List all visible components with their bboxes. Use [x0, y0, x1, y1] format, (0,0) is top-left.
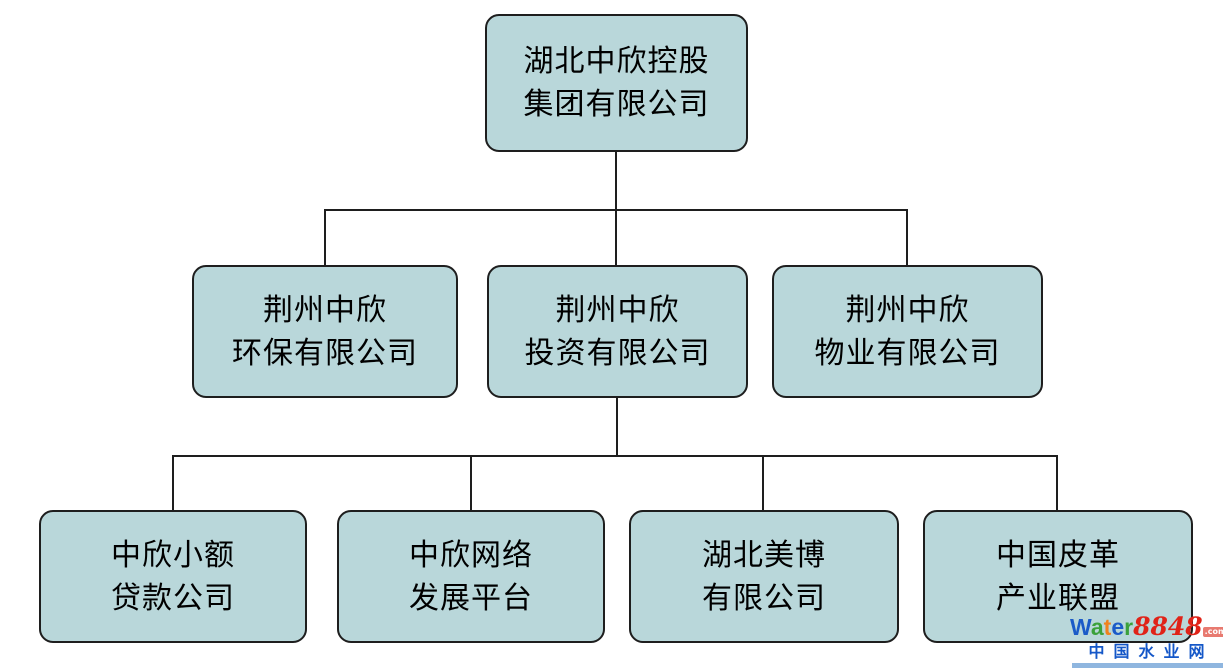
watermark-dotcom: .com — [1202, 627, 1223, 637]
org-node-jingzhou-zhongxin-touzi: 荆州中欣 投资有限公司 — [487, 265, 748, 398]
node-label-line1: 中国皮革 — [996, 537, 1120, 573]
connector-drop-wangluo — [470, 455, 472, 510]
watermark-letter: t — [1103, 614, 1112, 640]
node-label-line2: 有限公司 — [702, 580, 826, 616]
connector-drop-pige — [1056, 455, 1058, 510]
watermark-letter: a — [1090, 614, 1104, 640]
watermark-water8848-logo: Water8848.com 中国水业网 — [1070, 614, 1223, 660]
org-node-zhongguo-pige-lianmeng: 中国皮革 产业联盟 — [923, 510, 1193, 643]
node-label-line1: 荆州中欣 — [555, 292, 680, 328]
node-label-line1: 中欣网络 — [409, 537, 533, 573]
watermark-underline-bar — [1072, 663, 1223, 668]
node-label-line1: 湖北美博 — [702, 537, 826, 573]
node-label-line2: 物业有限公司 — [814, 335, 1001, 371]
node-label-line2: 环保有限公司 — [232, 335, 418, 371]
node-label-line1: 荆州中欣 — [845, 292, 970, 328]
node-label-line2: 投资有限公司 — [524, 335, 711, 371]
node-label-line1: 荆州中欣 — [263, 292, 387, 328]
connector-level2-bus — [324, 209, 908, 211]
connector-drop-huanbao — [324, 209, 326, 265]
connector-drop-wuye — [906, 209, 908, 265]
connector-level3-bus — [172, 455, 1058, 457]
org-node-zhongxin-xiaoe-daikuan: 中欣小额 贷款公司 — [39, 510, 307, 643]
node-label-line1: 湖北中欣控股 — [523, 44, 710, 79]
watermark-letter: r — [1124, 614, 1134, 640]
watermark-number: 8848 — [1133, 612, 1203, 641]
connector-touzi-riser — [616, 398, 618, 456]
node-label-line2: 贷款公司 — [111, 580, 235, 616]
connector-root-riser — [615, 152, 617, 265]
node-label-line2: 集团有限公司 — [523, 87, 710, 122]
node-label-line1: 中欣小额 — [111, 537, 235, 573]
node-label-line2: 产业联盟 — [996, 580, 1120, 616]
org-node-jingzhou-zhongxin-wuye: 荆州中欣 物业有限公司 — [772, 265, 1043, 398]
connector-drop-meibo — [762, 455, 764, 510]
watermark-letter: e — [1111, 614, 1125, 640]
watermark-brand-text: Water8848.com — [1070, 614, 1223, 640]
watermark-site-name: 中国水业网 — [1088, 642, 1214, 661]
connector-drop-daikuan — [172, 455, 174, 510]
node-label-line2: 发展平台 — [409, 580, 533, 616]
org-node-hubei-zhongxin-holding-group: 湖北中欣控股 集团有限公司 — [485, 14, 748, 152]
org-node-hubei-meibo: 湖北美博 有限公司 — [629, 510, 899, 643]
org-node-zhongxin-wangluo-fazhan: 中欣网络 发展平台 — [337, 510, 605, 643]
watermark-letter: W — [1070, 614, 1091, 640]
org-node-jingzhou-zhongxin-huanbao: 荆州中欣 环保有限公司 — [192, 265, 458, 398]
